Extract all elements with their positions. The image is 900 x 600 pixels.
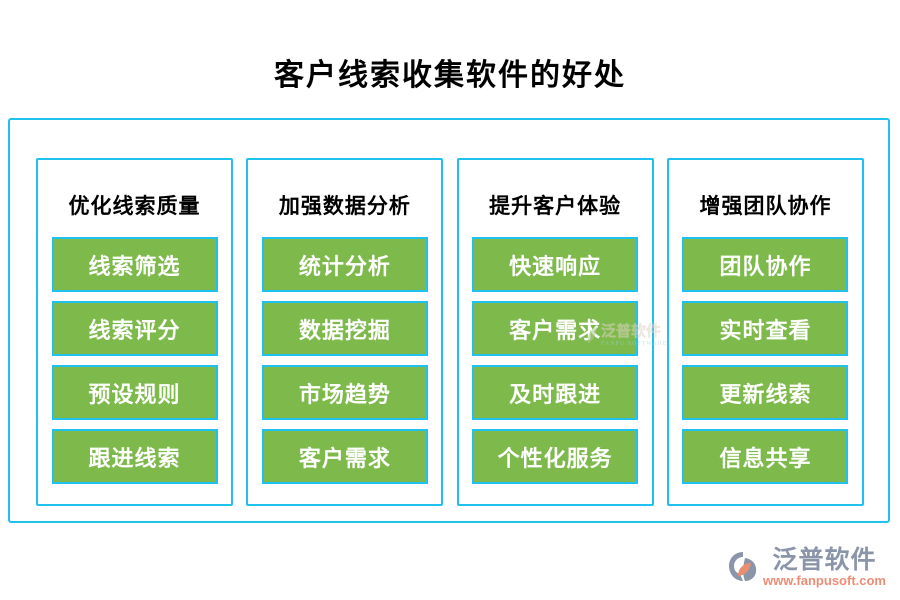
brand-url: www.fanpusoft.com	[762, 573, 886, 588]
benefit-item: 市场趋势	[261, 365, 428, 420]
benefit-item: 实时查看	[682, 301, 849, 356]
benefit-item: 预设规则	[51, 365, 218, 420]
button-stack: 线索筛选 线索评分 预设规则 跟进线索	[51, 237, 218, 484]
benefit-item: 客户需求	[472, 301, 639, 356]
benefit-column-customer-experience: 提升客户体验 快速响应 客户需求 及时跟进 个性化服务	[456, 158, 654, 506]
fanpu-logo-icon	[727, 550, 759, 591]
benefit-column-lead-quality: 优化线索质量 线索筛选 线索评分 预设规则 跟进线索	[36, 158, 233, 506]
benefit-columns: 优化线索质量 线索筛选 线索评分 预设规则 跟进线索 加强数据分析 统计分析 数…	[10, 120, 888, 506]
benefit-item: 跟进线索	[51, 429, 218, 484]
button-stack: 团队协作 实时查看 更新线索 信息共享	[682, 237, 849, 484]
benefit-item: 数据挖掘	[261, 301, 428, 356]
brand-name: 泛普软件	[772, 547, 877, 574]
benefit-item: 更新线索	[682, 365, 849, 420]
page-title: 客户线索收集软件的好处	[274, 59, 626, 92]
column-header: 增强团队协作	[699, 194, 832, 218]
column-header: 提升客户体验	[489, 194, 622, 218]
column-header: 加强数据分析	[278, 194, 411, 218]
benefit-column-data-analysis: 加强数据分析 统计分析 数据挖掘 市场趋势 客户需求	[246, 158, 444, 506]
footer-watermark: 泛普软件 www.fanpusoft.com	[727, 548, 886, 591]
benefit-item: 及时跟进	[472, 365, 639, 420]
benefit-item: 线索筛选	[51, 237, 218, 292]
button-stack: 快速响应 客户需求 及时跟进 个性化服务	[472, 237, 639, 484]
benefit-item: 信息共享	[682, 429, 849, 484]
benefit-item: 线索评分	[51, 301, 218, 356]
button-stack: 统计分析 数据挖掘 市场趋势 客户需求	[261, 237, 428, 484]
benefits-panel: 优化线索质量 线索筛选 线索评分 预设规则 跟进线索 加强数据分析 统计分析 数…	[8, 118, 890, 523]
benefit-item: 统计分析	[261, 237, 428, 292]
benefit-item: 个性化服务	[472, 429, 639, 484]
benefit-item: 团队协作	[682, 237, 849, 292]
benefit-item: 客户需求	[261, 429, 428, 484]
benefit-column-team-collaboration: 增强团队协作 团队协作 实时查看 更新线索 信息共享	[666, 158, 864, 506]
benefit-item: 快速响应	[472, 237, 639, 292]
column-header: 优化线索质量	[68, 194, 201, 218]
